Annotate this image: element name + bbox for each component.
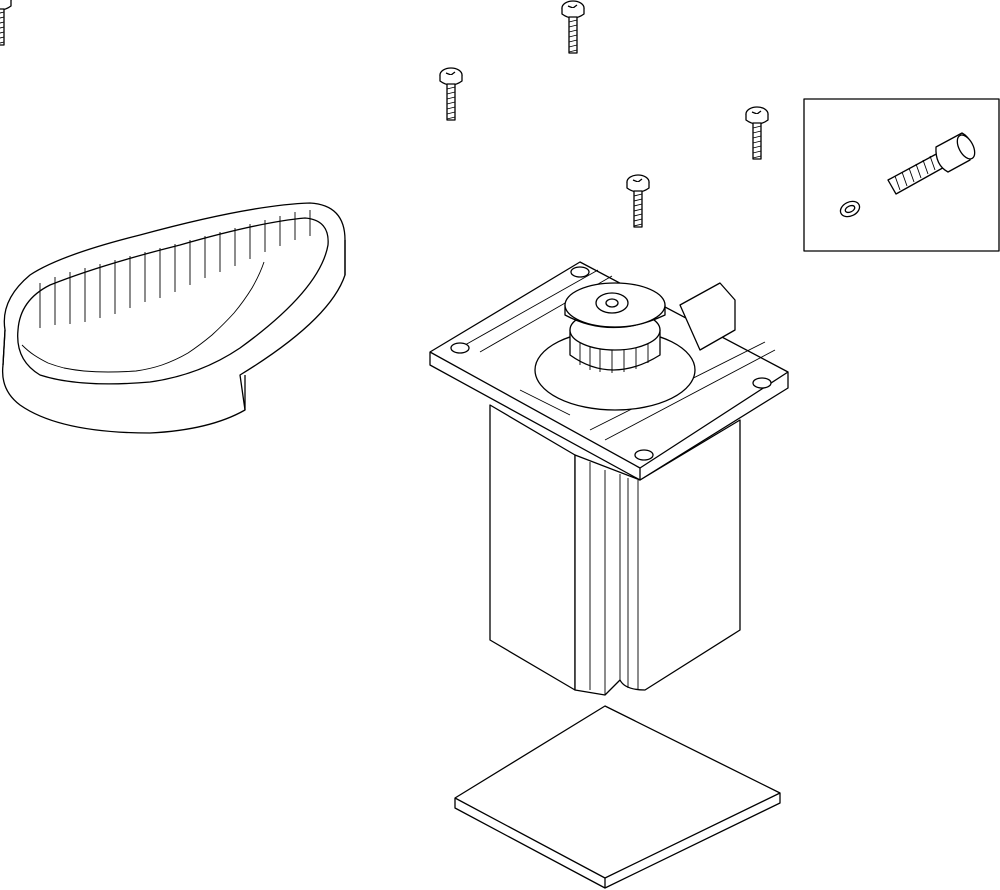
screw-top <box>561 0 585 54</box>
thermal-pad <box>454 705 781 889</box>
screw <box>0 0 12 46</box>
pulley <box>564 282 666 373</box>
screw-front <box>626 174 650 228</box>
timing-belt <box>1 202 346 434</box>
screw-right <box>745 106 769 160</box>
detail-inset <box>803 98 1000 252</box>
screw-left <box>439 67 463 121</box>
cap-screw-detail <box>887 132 976 195</box>
washer-detail <box>839 200 861 218</box>
stepper-motor <box>429 261 789 696</box>
